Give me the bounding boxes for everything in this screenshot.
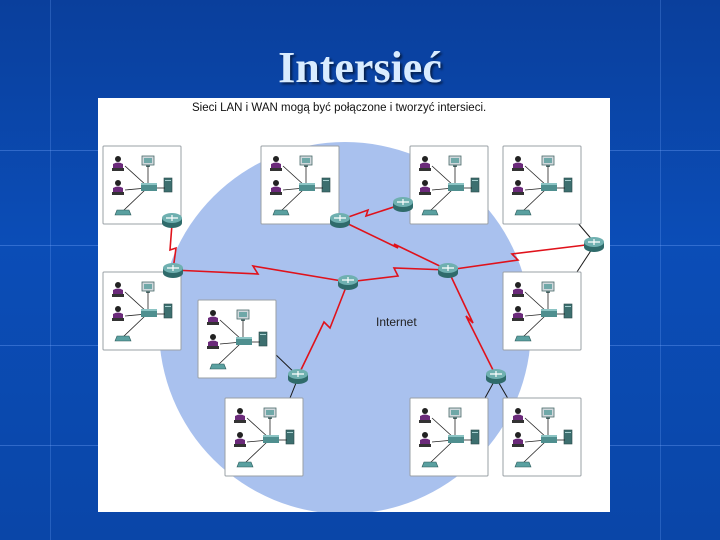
wan-links [169,203,595,377]
lan-segment [503,272,581,350]
bg-line [660,0,661,540]
router-icon [392,196,414,213]
bg-line [50,0,51,540]
figure-caption: Sieci LAN i WAN mogą być połączone i two… [192,102,487,114]
router-icon [162,262,184,279]
router-icon [287,368,309,385]
internet-label: Internet [376,315,417,329]
router-icon [337,274,359,291]
slide-title: Intersieć [278,43,442,92]
router-icon [161,212,183,229]
lan-segment [503,146,581,224]
network-diagram: Internet [98,142,605,512]
router-icon [437,262,459,279]
lan-segment [198,300,276,378]
lan-segment [225,398,303,476]
lan-segment [261,146,339,224]
router-icon [329,212,351,229]
lan-segment [503,398,581,476]
lan-segment [103,272,181,350]
router-icon [485,368,507,385]
router-icon [583,236,605,253]
lan-segment [410,146,488,224]
lan-segment [410,398,488,476]
lan-segment [103,146,181,224]
network-figure: Internet [98,98,610,512]
